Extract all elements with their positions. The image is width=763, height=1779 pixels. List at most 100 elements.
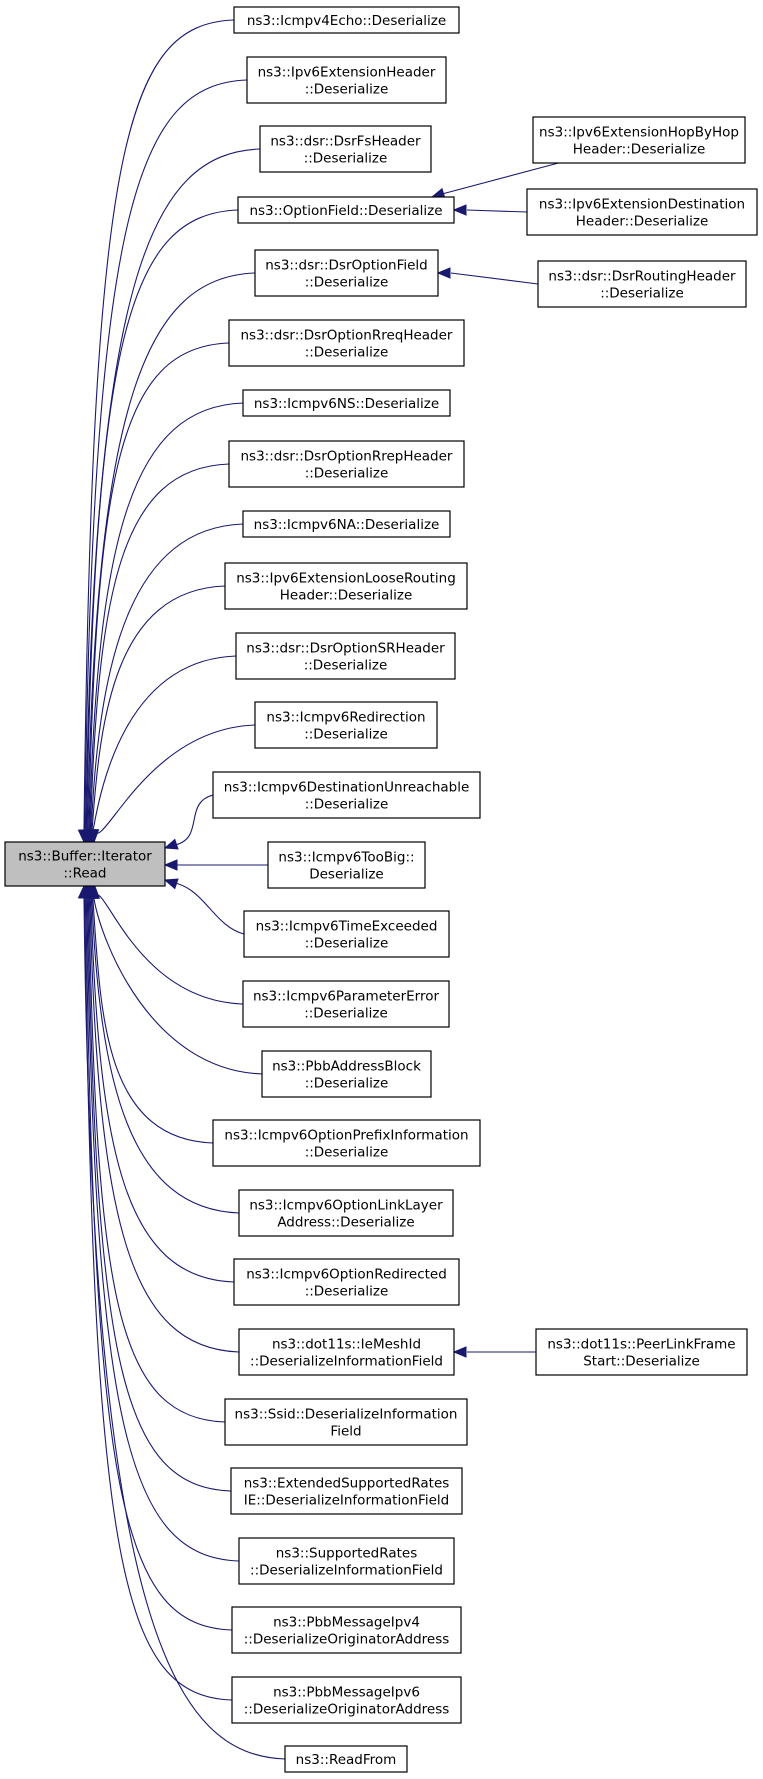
node-label: ns3::Icmpv6OptionPrefixInformation <box>224 1128 468 1144</box>
node-ns3-icmpv6parametererror-deserialize[interactable]: ns3::Icmpv6ParameterError::Deserialize <box>242 980 450 1028</box>
node-ns3-ssid-deserializeinformationfield[interactable]: ns3::Ssid::DeserializeInformationField <box>224 1398 468 1446</box>
node-box[interactable] <box>212 1119 481 1167</box>
node-ns3-dsr-dsroptionfield-deserialize[interactable]: ns3::dsr::DsrOptionField::Deserialize <box>254 249 439 297</box>
edge-n27-to-root <box>83 897 286 1760</box>
node-label: ns3::PbbMessageIpv4 <box>273 1615 420 1631</box>
node-box[interactable] <box>230 1467 463 1515</box>
edge-n5-to-root <box>87 272 256 831</box>
node-box[interactable] <box>238 1189 454 1237</box>
node-label: ::Deserialize <box>304 1006 388 1022</box>
node-label: ::DeserializeOriginatorAddress <box>244 1702 450 1718</box>
edge-n17-to-root <box>93 897 263 1075</box>
node-ns3-ipv6extensionheader-deserialize[interactable]: ns3::Ipv6ExtensionHeader::Deserialize <box>246 56 447 104</box>
node-ns3-pbbmessageipv6-deserializeoriginatoraddress[interactable]: ns3::PbbMessageIpv6::DeserializeOriginat… <box>231 1676 462 1724</box>
node-box[interactable] <box>254 701 438 749</box>
edge-n1-to-root <box>83 19 235 831</box>
node-box[interactable] <box>537 260 747 308</box>
node-ns3-readfrom[interactable]: ns3::ReadFrom <box>284 1745 408 1773</box>
node-label: ns3::Buffer::Iterator <box>18 849 152 865</box>
node-box[interactable] <box>238 1537 455 1585</box>
node-ns3-icmpv6redirection-deserialize[interactable]: ns3::Icmpv6Redirection::Deserialize <box>254 701 438 749</box>
node-label: ::Deserialize <box>305 466 389 482</box>
node-label: ns3::Icmpv6OptionLinkLayer <box>249 1198 443 1214</box>
edge-n22-to-root <box>88 897 226 1423</box>
node-box[interactable] <box>238 1328 455 1376</box>
node-box[interactable] <box>243 910 450 958</box>
node-label: ns3::Icmpv6DestinationUnreachable <box>224 780 470 796</box>
node-ns3-icmpv6optionlinklayeraddress-deserialize[interactable]: ns3::Icmpv6OptionLinkLayerAddress::Deser… <box>238 1189 454 1237</box>
node-ns3-icmpv6destinationunreachable-deserialize[interactable]: ns3::Icmpv6DestinationUnreachable::Deser… <box>212 771 481 819</box>
node-label: ns3::Ipv6ExtensionHeader <box>258 65 436 81</box>
node-ns3-dsr-dsroptionsrheader-deserialize[interactable]: ns3::dsr::DsrOptionSRHeader::Deserialize <box>235 632 456 680</box>
edge-n7-to-root <box>88 402 244 831</box>
node-box[interactable] <box>237 196 455 224</box>
node-label: ns3::dsr::DsrOptionSRHeader <box>246 641 445 657</box>
node-ns3-pbbmessageipv4-deserializeoriginatoraddress[interactable]: ns3::PbbMessageIpv4::DeserializeOriginat… <box>231 1606 462 1654</box>
node-box[interactable] <box>526 188 758 236</box>
node-label: IE::DeserializeInformationField <box>244 1493 449 1509</box>
node-ns3-pbbaddressblock-deserialize[interactable]: ns3::PbbAddressBlock::Deserialize <box>261 1050 432 1098</box>
node-box[interactable] <box>212 771 481 819</box>
node-ns3-dsr-dsroptionrrepheader-deserialize[interactable]: ns3::dsr::DsrOptionRrepHeader::Deseriali… <box>228 440 465 488</box>
node-label: ns3::Icmpv6NS::Deserialize <box>254 396 439 412</box>
node-ns3-ipv6extensionlooseroutingheader-deserialize[interactable]: ns3::Ipv6ExtensionLooseRoutingHeader::De… <box>224 562 468 610</box>
node-box[interactable] <box>231 1676 462 1724</box>
edge-n2-to-root <box>84 79 248 831</box>
node-ns3-extendedsupportedratesie-deserializeinformationfield[interactable]: ns3::ExtendedSupportedRatesIE::Deseriali… <box>230 1467 463 1515</box>
node-ns3-dsr-dsrroutingheader-deserialize[interactable]: ns3::dsr::DsrRoutingHeader::Deserialize <box>537 260 747 308</box>
node-box[interactable] <box>242 389 451 417</box>
node-label: Deserialize <box>309 867 384 883</box>
root-node-ns3-buffer-iterator-read[interactable]: ns3::Buffer::Iterator::Read <box>4 841 166 887</box>
node-label: ns3::Ipv6ExtensionDestination <box>539 197 745 213</box>
node-ns3-icmpv6timeexceeded-deserialize[interactable]: ns3::Icmpv6TimeExceeded::Deserialize <box>243 910 450 958</box>
node-label: ::Deserialize <box>305 1284 389 1300</box>
arrowhead <box>452 204 467 216</box>
edge-n26-to-root <box>84 897 233 1701</box>
node-ns3-icmpv6na-deserialize[interactable]: ns3::Icmpv6NA::Deserialize <box>242 510 451 538</box>
node-ns3-dsr-dsrfsheader-deserialize[interactable]: ns3::dsr::DsrFsHeader::Deserialize <box>259 125 432 173</box>
node-ns3-icmpv6optionredirected-deserialize[interactable]: ns3::Icmpv6OptionRedirected::Deserialize <box>233 1258 460 1306</box>
node-ns3-supportedrates-deserializeinformationfield[interactable]: ns3::SupportedRates::DeserializeInformat… <box>238 1537 455 1585</box>
node-ns3-icmpv6toobig-deserialize[interactable]: ns3::Icmpv6TooBig::Deserialize <box>267 841 426 889</box>
node-label: ns3::OptionField::Deserialize <box>249 203 442 219</box>
node-ns3-optionfield-deserialize[interactable]: ns3::OptionField::Deserialize <box>237 196 455 224</box>
arrowhead <box>77 884 90 899</box>
edge-n25-to-root <box>85 897 233 1631</box>
node-ns3-icmpv6optionprefixinformation-deserialize[interactable]: ns3::Icmpv6OptionPrefixInformation::Dese… <box>212 1119 481 1167</box>
node-ns3-dot11s-peerlinkframestart-deserialize[interactable]: ns3::dot11s::PeerLinkFrameStart::Deseria… <box>535 1328 748 1376</box>
edge-n18-to-root <box>92 897 214 1144</box>
node-ns3-icmpv6ns-deserialize[interactable]: ns3::Icmpv6NS::Deserialize <box>242 389 451 417</box>
node-box[interactable] <box>224 562 468 610</box>
node-box[interactable] <box>267 841 426 889</box>
node-box[interactable] <box>535 1328 748 1376</box>
node-box[interactable] <box>233 1258 460 1306</box>
node-label: Header::Deserialize <box>573 142 706 158</box>
node-box[interactable] <box>242 980 450 1028</box>
node-ns3-icmpv4echo-deserialize[interactable]: ns3::Icmpv4Echo::Deserialize <box>233 6 460 34</box>
node-ns3-dsr-dsroptionrreqheader-deserialize[interactable]: ns3::dsr::DsrOptionRreqHeader::Deseriali… <box>228 319 465 367</box>
node-ns3-dot11s-iemeshid-deserializeinformationfield[interactable]: ns3::dot11s::IeMeshId::DeserializeInform… <box>238 1328 455 1376</box>
node-ns3-ipv6extensionhopbyhopheader-deserialize[interactable]: ns3::Ipv6ExtensionHopByHopHeader::Deseri… <box>532 116 746 164</box>
edge-n13-to-root <box>174 794 214 846</box>
node-label: ::DeserializeOriginatorAddress <box>244 1632 450 1648</box>
node-box[interactable] <box>261 1050 432 1098</box>
node-box[interactable] <box>254 249 439 297</box>
arrowhead <box>163 859 178 871</box>
node-box[interactable] <box>224 1398 468 1446</box>
node-label: ns3::dsr::DsrOptionRreqHeader <box>241 328 453 344</box>
node-box[interactable] <box>228 319 465 367</box>
node-box[interactable] <box>246 56 447 104</box>
node-box[interactable] <box>233 6 460 34</box>
node-box[interactable] <box>228 440 465 488</box>
node-label: ns3::dot11s::PeerLinkFrame <box>547 1337 735 1353</box>
node-box[interactable] <box>235 632 456 680</box>
edge-n6-to-root <box>88 342 230 831</box>
node-box[interactable] <box>4 841 166 887</box>
node-box[interactable] <box>284 1745 408 1773</box>
node-box[interactable] <box>231 1606 462 1654</box>
node-box[interactable] <box>242 510 451 538</box>
node-box[interactable] <box>532 116 746 164</box>
node-box[interactable] <box>259 125 432 173</box>
node-ns3-ipv6extensiondestinationheader-deserialize[interactable]: ns3::Ipv6ExtensionDestinationHeader::Des… <box>526 188 758 236</box>
